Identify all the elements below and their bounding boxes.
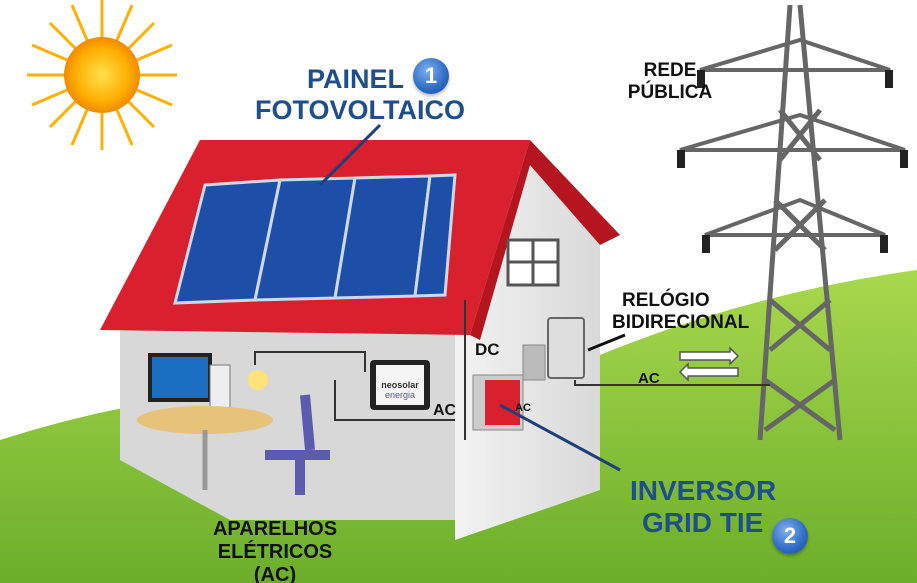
panel-label-line1: PAINEL	[307, 64, 405, 94]
neosolar-logo: neosolar energia	[376, 380, 424, 401]
logo-line1: neosolar	[381, 380, 419, 390]
dc-label: DC	[475, 340, 500, 359]
inverter-label-line2: GRID TIE	[642, 507, 764, 539]
meter-label-line1: RELÓGIO	[622, 290, 710, 311]
appliances-label-line1: APARELHOS	[212, 518, 338, 540]
step-badge-2: 2	[772, 518, 808, 554]
meter-pointer	[587, 333, 626, 352]
computer-monitor	[148, 353, 212, 402]
panel-pointer	[318, 123, 382, 187]
transmission-tower	[679, 4, 906, 441]
meter-label: RELÓGIO BIDIRECIONAL	[612, 290, 749, 334]
grid-label: REDE PÚBLICA	[615, 60, 725, 104]
desk	[137, 406, 273, 434]
logo-line2: energia	[384, 390, 416, 401]
bidirectional-arrows-icon	[678, 346, 740, 382]
insulators	[677, 70, 908, 253]
appliances-label: APARELHOS ELÉTRICOS (AC)	[200, 518, 350, 583]
solar-panels	[173, 173, 457, 305]
chair	[265, 394, 330, 495]
sun-icon	[27, 0, 177, 150]
meter-label-line2: BIDIRECIONAL	[612, 311, 750, 333]
junction-box	[522, 344, 546, 381]
inverter-label-line1: INVERSOR	[630, 475, 777, 506]
appliances-label-line2: ELÉTRICOS (AC)	[217, 541, 333, 583]
grid-label-line1: REDE	[643, 60, 697, 81]
step-badge-1: 1	[413, 58, 449, 94]
inverter-label: INVERSOR GRID TIE	[630, 475, 776, 539]
light-bulb-icon	[248, 370, 268, 390]
ac-label-monitor: AC	[433, 402, 457, 419]
inverter-pointer	[499, 403, 621, 472]
panel-label-line2: FOTOVOLTAICO	[255, 95, 465, 126]
panel-label: PAINEL FOTOVOLTAICO	[255, 64, 465, 126]
ac-label-grid: AC	[638, 370, 660, 387]
grid-label-line2: PÚBLICA	[627, 81, 713, 103]
ac-label-inverter: AC	[515, 402, 531, 414]
bidirectional-meter	[547, 317, 585, 379]
